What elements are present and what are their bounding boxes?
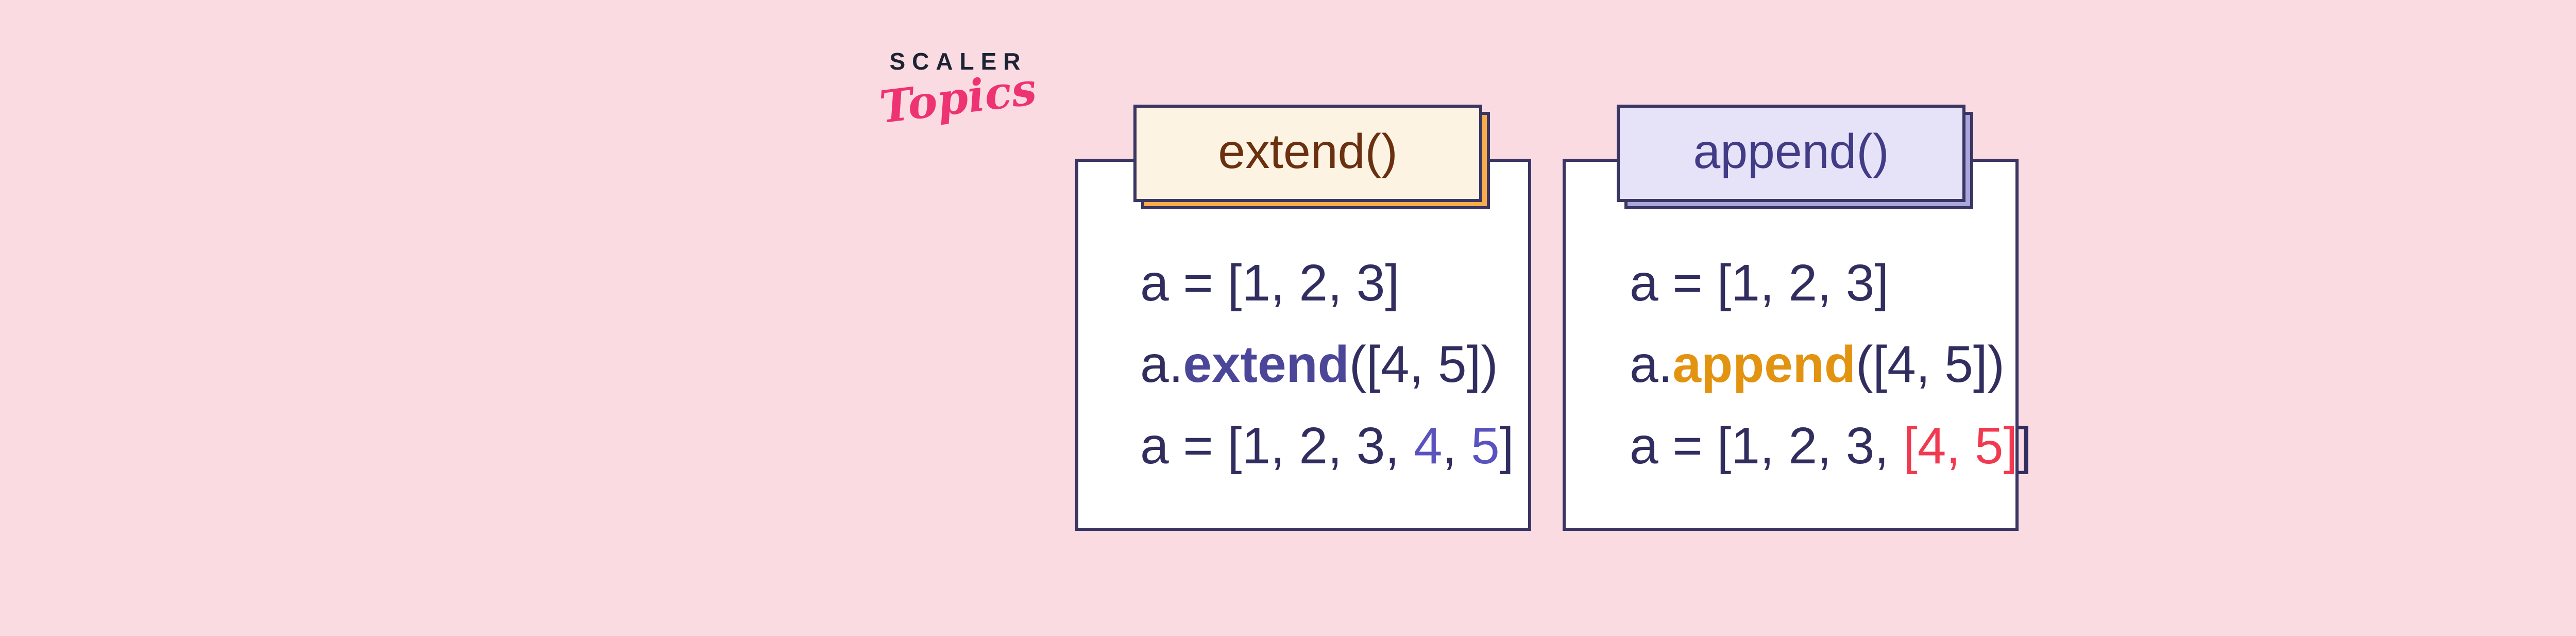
code-segment: ([4, 5]) bbox=[1855, 336, 2005, 393]
logo-brand-text: SCALER bbox=[889, 48, 1027, 75]
scaler-topics-logo: SCALER Topics bbox=[876, 47, 1041, 133]
code-line: a.extend([4, 5]) bbox=[1140, 324, 1514, 405]
code-line: a = [1, 2, 3] bbox=[1140, 242, 1514, 324]
code-segment: a = [1, 2, 3] bbox=[1140, 254, 1400, 312]
highlight-value: 5 bbox=[1471, 417, 1500, 475]
code-segment: ] bbox=[1499, 417, 1514, 475]
extend-card bbox=[1075, 159, 1531, 531]
highlight-value: 4 bbox=[1413, 417, 1443, 475]
code-line: a = [1, 2, 3, [4, 5]] bbox=[1630, 405, 2032, 487]
code-line: a = [1, 2, 3, 4, 5] bbox=[1140, 405, 1514, 487]
code-segment: ] bbox=[2018, 417, 2032, 475]
code-segment: ([4, 5]) bbox=[1349, 336, 1498, 393]
highlight-nested-list: [4, 5] bbox=[1903, 417, 2018, 475]
extend-code-block: a = [1, 2, 3]a.extend([4, 5])a = [1, 2, … bbox=[1140, 242, 1514, 487]
append-title: append() bbox=[1693, 124, 1889, 179]
append-card bbox=[1563, 159, 2019, 531]
method-name-extend: extend bbox=[1183, 336, 1349, 393]
append-code-block: a = [1, 2, 3]a.append([4, 5])a = [1, 2, … bbox=[1630, 242, 2032, 487]
code-segment: a = [1, 2, 3, bbox=[1630, 417, 1903, 475]
method-name-append: append bbox=[1672, 336, 1856, 393]
code-segment: a. bbox=[1630, 336, 1673, 393]
code-segment: a. bbox=[1140, 336, 1183, 393]
code-segment: , bbox=[1442, 417, 1471, 475]
extend-title: extend() bbox=[1218, 124, 1398, 179]
code-line: a = [1, 2, 3] bbox=[1630, 242, 2032, 324]
code-line: a.append([4, 5]) bbox=[1630, 324, 2032, 405]
extend-header: extend() bbox=[1133, 105, 1482, 202]
code-segment: a = [1, 2, 3] bbox=[1630, 254, 1889, 312]
append-header: append() bbox=[1617, 105, 1965, 202]
code-segment: a = [1, 2, 3, bbox=[1140, 417, 1414, 475]
